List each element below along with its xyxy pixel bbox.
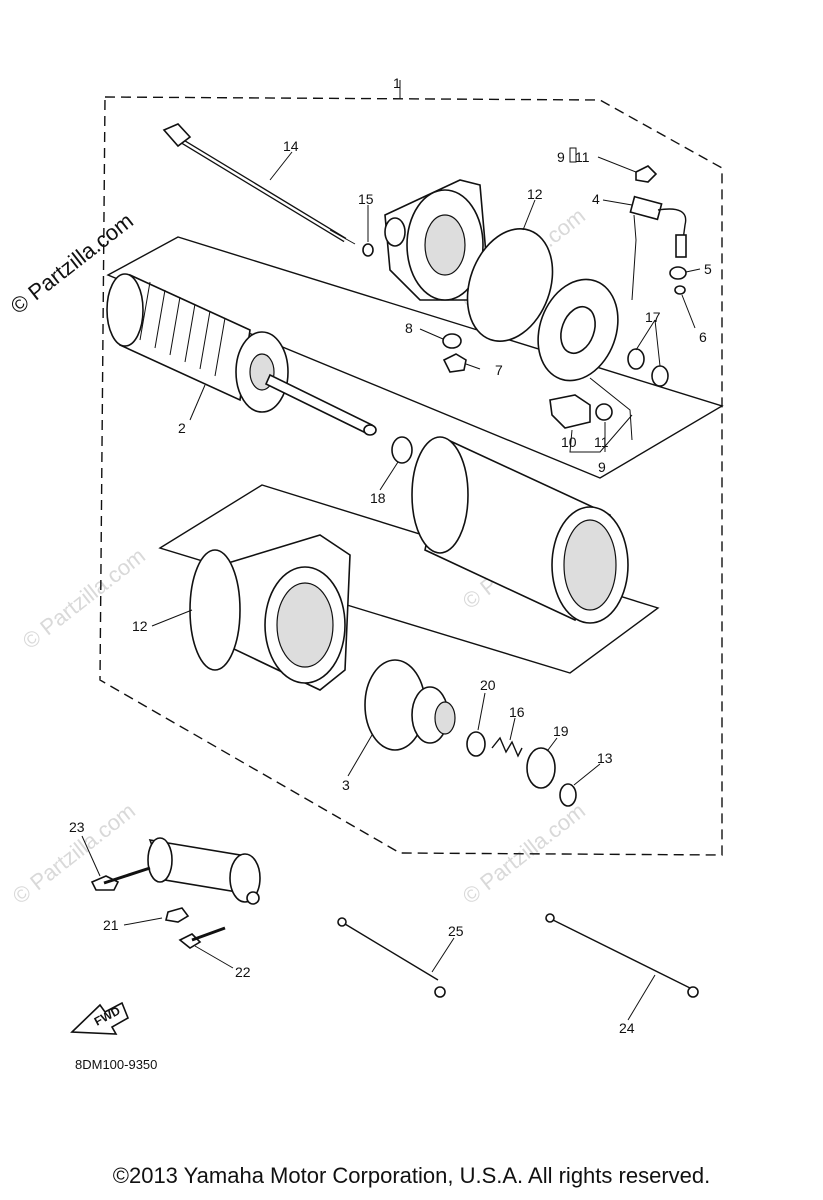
- callout-9: 9: [557, 149, 565, 165]
- brush-plate: [537, 278, 619, 382]
- callout-13: 13: [597, 750, 613, 766]
- part-6-o-ring: [674, 285, 686, 295]
- part-20-washer: [466, 731, 486, 757]
- callout-6: 6: [699, 329, 707, 345]
- callout-20: 20: [480, 677, 496, 693]
- rear-cover: [384, 179, 491, 301]
- callout-1: 1: [393, 75, 401, 91]
- callout-15: 15: [358, 191, 374, 207]
- part-11-nut: [635, 165, 658, 183]
- callout-24: 24: [619, 1020, 635, 1036]
- callout-3: 3: [342, 777, 350, 793]
- part-2-armature: [106, 273, 377, 436]
- part-22-bolt-head: [178, 933, 202, 949]
- callout-19: 19: [553, 723, 569, 739]
- callout-14: 14: [283, 138, 299, 154]
- callout-22: 22: [235, 964, 251, 980]
- part-8-washer: [442, 333, 462, 349]
- yoke-housing: [411, 436, 629, 624]
- watermark: © Partzilla.com: [18, 543, 150, 654]
- bracket-9-11: [569, 147, 577, 163]
- leader-lines: [81, 151, 701, 1021]
- diagram-code: 8DM100-9350: [75, 1057, 158, 1072]
- part-17-washer: [627, 348, 645, 370]
- part-3-pinion-clutch: [364, 659, 456, 751]
- part-18-washer: [391, 436, 413, 464]
- part-7-nut: [442, 353, 467, 373]
- upper-plane-outline: [106, 236, 724, 479]
- callout-10: 10: [561, 434, 577, 450]
- callout-5: 5: [704, 261, 712, 277]
- callout-4: 4: [592, 191, 600, 207]
- starter-motor-assembly-view: [147, 837, 261, 905]
- part-19-collar: [526, 747, 556, 789]
- callout-17: 17: [645, 309, 661, 325]
- front-cover: [189, 534, 351, 691]
- part-16-spring: [491, 736, 523, 758]
- part-25-cable: [337, 917, 446, 998]
- assembly-outline: [99, 96, 723, 856]
- callout-12: 12: [132, 618, 148, 634]
- watermark: © Partzilla.com: [8, 798, 140, 909]
- callout-25: 25: [448, 923, 464, 939]
- callout-11: 11: [594, 434, 609, 450]
- part-17-washer: [651, 365, 669, 387]
- part-14-bolt: [162, 123, 356, 245]
- part-10-brush-holder: [549, 394, 613, 429]
- lower-plane-outline: [158, 484, 660, 674]
- part-4-terminal: [629, 195, 687, 258]
- part-24-cable: [545, 913, 699, 998]
- callout-9: 9: [598, 459, 606, 475]
- copyright-notice: ©2013 Yamaha Motor Corporation, U.S.A. A…: [112, 1163, 711, 1188]
- part-15-o-ring: [362, 243, 374, 257]
- part-13-circlip: [559, 783, 577, 807]
- part-12-gasket: [466, 228, 554, 342]
- part-5-washer: [669, 266, 687, 280]
- callout-11: 11: [575, 149, 590, 165]
- callout-18: 18: [370, 490, 386, 506]
- callout-8: 8: [405, 320, 413, 336]
- fwd-arrow-icon: FWD: [70, 1001, 130, 1035]
- callout-labels: 1 2 3 4 5 6 7 8 9 11 9 10 11 12 12 13 14…: [69, 75, 712, 1036]
- callout-12: 12: [527, 186, 543, 202]
- callout-16: 16: [509, 704, 525, 720]
- callout-7: 7: [495, 362, 503, 378]
- callout-23: 23: [69, 819, 85, 835]
- part-21-nut: [165, 907, 190, 923]
- callout-21: 21: [103, 917, 119, 933]
- callout-2: 2: [178, 420, 186, 436]
